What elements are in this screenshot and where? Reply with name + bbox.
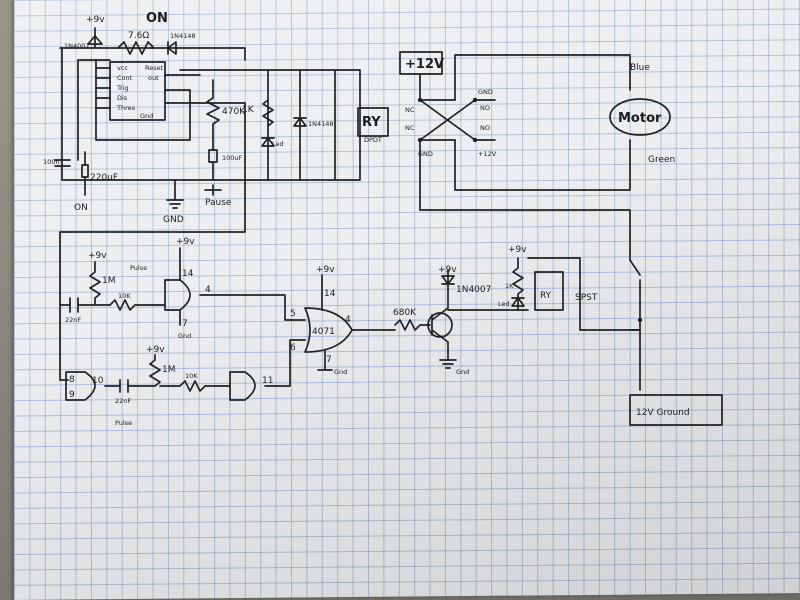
pin-gnd-label: Gnd [140,112,153,120]
on-label-top: ON [146,11,168,26]
paper-shading [14,0,800,600]
pin14-b-label: 14 [324,289,336,299]
gnd-gate-a-label: Gnd [178,332,191,340]
cap-100n-label: 100n [43,158,60,166]
led-b-label: Led [498,300,510,308]
cap-220uf-label: 220uF [90,173,118,183]
pin5-label: 5 [290,309,296,319]
relay-dpdt-label: DPDT [364,136,382,144]
resistor-470k-label: 470K [222,107,246,117]
logic-section: +9v +9v 1M Pulse 10K 22nF 14 7 Gnd 4 5 6… [59,179,723,427]
plus9v-b-label: +9v [176,237,195,247]
blue-wire-label: Blue [630,63,650,73]
motor-hbridge-section: +12V Motor Blue Green GND NC NO NC NO GN… [399,51,675,261]
cap-100uf-label: 100uF [222,154,243,162]
diode-1n4148-label-b: 1N4148 [308,120,334,128]
diode-1n4007-label: 1N4007 [64,42,90,50]
diode-1n4007-b-label: 1N4007 [456,285,491,295]
plus9v-c-label: +9v [316,265,335,275]
resistor-680k-label: 680K [393,308,417,318]
resistor-7-6-label: 7.6Ω [128,31,149,41]
gnd-or-label: Gnd [334,368,347,376]
ground-box-label: 12V Ground [636,408,690,418]
motor-label: Motor [618,111,662,126]
resistor-10k-a-label: 10K [118,292,131,300]
pulse-a-label: Pulse [130,264,147,272]
resistor-1k-b-label: 1K [505,282,514,290]
plus12v-label: +12V [405,57,444,72]
timer-555-section: vcc Cont Trig Dis Thres Gnd Reset out ON… [43,11,246,225]
relay-ry1-label: RY [540,291,552,301]
pin8-label: 8 [69,375,75,385]
spst-label: SPST [575,293,598,303]
pin-dis-label: Dis [117,94,128,102]
pin-reset-label: Reset [145,64,164,72]
pin-thres-label: Thres [116,104,136,112]
pin9-label: 9 [69,390,75,400]
cap-22nf-a-label: 22nF [65,316,81,324]
resistor-1k-label-a: 1K [242,105,255,115]
gnd-relay-top-label: GND [478,88,493,96]
pin7-a-label: 7 [182,319,188,329]
nc-left-label: NC [405,106,415,114]
diode-1n4148-label: 1N4148 [170,32,196,40]
plus9v-d-label: +9v [146,345,165,355]
pin10-label: 10 [92,376,104,386]
led-label-a: Led [272,140,284,148]
no-right-a-label: NO [480,104,490,112]
plus9v-e-label: +9v [438,265,457,275]
pin14-a-label: 14 [182,269,194,279]
plus9v-a-label: +9v [88,251,107,261]
relay-ry-label: RY [362,115,381,130]
resistor-10k-b-label: 10K [185,372,198,380]
pin4-b-label: 4 [345,315,351,325]
no-right-b-label: NO [480,124,490,132]
pin-vcc-label: vcc [117,64,128,72]
pause-label: Pause [205,198,232,208]
pin7-b-label: 7 [326,355,332,365]
resistor-1m-b-label: 1M [162,365,176,375]
gnd-transistor-label: Gnd [456,368,469,376]
plus12v-relay-label: +12V [478,150,497,158]
pin6-label: 6 [290,343,296,353]
on-label-left: ON [74,203,88,213]
plus9v-f-label: +9v [508,245,527,255]
nc-left-b-label: NC [405,124,415,132]
pin-trig-label: Trig [116,84,129,92]
pin-cont-label: Cont [117,74,133,82]
pin4-a-label: 4 [205,285,211,295]
pin-out-label: out [148,74,159,82]
green-wire-label: Green [648,155,675,165]
pulse-b-label: Pulse [115,419,132,427]
gnd-relay-bottom-label: GND [418,150,433,158]
resistor-1m-a-label: 1M [102,276,116,286]
cap-22nf-b-label: 22nF [115,397,131,405]
relay-led-section: 1K Led 1N4148 RY DPDT [179,69,389,181]
ic-4071-label: 4071 [312,327,335,337]
pin11-label: 11 [262,376,273,386]
plus9v-top-label: +9v [86,15,105,25]
gnd-main-label: GND [163,215,184,225]
